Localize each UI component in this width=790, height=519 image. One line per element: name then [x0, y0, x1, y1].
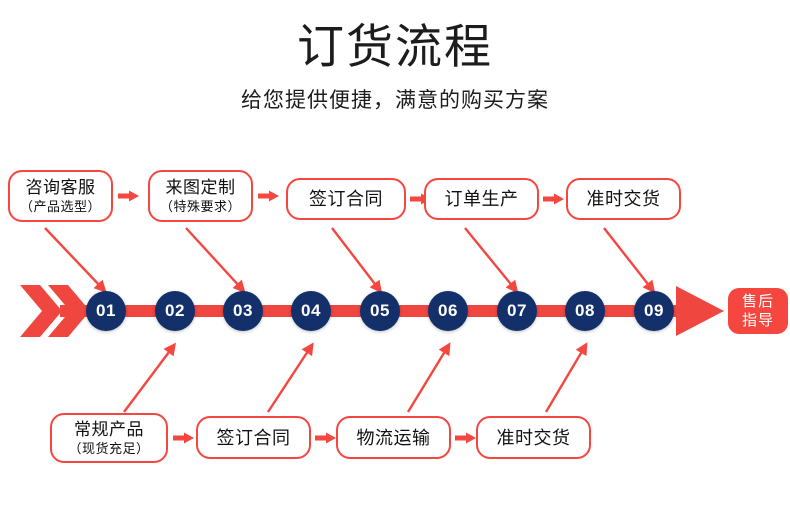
timeline-step-09[interactable]: 09: [634, 291, 674, 331]
bottom-step-box-3[interactable]: 物流运输: [336, 416, 451, 459]
top-step-box-2-title: 来图定制: [165, 178, 236, 197]
arrow-top-2-to-step-03: [185, 227, 246, 293]
timeline-step-08[interactable]: 08: [565, 291, 605, 331]
bottom-step-box-3-title: 物流运输: [356, 427, 431, 448]
top-step-box-1[interactable]: 咨询客服 （产品选型）: [8, 170, 113, 222]
bottom-step-box-1-subtitle: （现货充足）: [68, 441, 150, 456]
bottom-step-box-2-title: 签订合同: [216, 427, 291, 448]
timeline-step-05[interactable]: 05: [360, 291, 400, 331]
bottom-step-box-2[interactable]: 签订合同: [196, 416, 311, 459]
after-sales-badge-line2: 指导: [741, 312, 774, 329]
after-sales-badge-line1: 售后: [741, 293, 774, 310]
timeline-step-02[interactable]: 02: [155, 291, 195, 331]
top-connector-arrow-1: [118, 190, 139, 202]
bottom-step-box-4-title: 准时交货: [496, 427, 571, 448]
top-step-box-5-title: 准时交货: [586, 189, 661, 209]
timeline-step-04-label: 04: [301, 301, 321, 320]
arrow-top-1-to-step-01: [44, 227, 107, 293]
page-title: 订货流程: [297, 20, 493, 73]
bottom-step-box-4[interactable]: 准时交货: [476, 416, 591, 459]
after-sales-badge[interactable]: 售后 指导: [728, 288, 788, 334]
top-step-box-3[interactable]: 签订合同: [286, 178, 406, 220]
arrow-bottom-3-to-step-06: [406, 342, 451, 413]
arrow-top-3-to-step-05: [331, 227, 383, 294]
top-connector-arrow-2: [258, 190, 279, 202]
timeline-step-01-label: 01: [96, 301, 116, 320]
top-step-box-2[interactable]: 来图定制 （特殊要求）: [148, 170, 253, 222]
big-arrow-right-icon: [676, 286, 724, 336]
top-step-box-3-title: 签订合同: [309, 189, 383, 209]
top-step-box-4[interactable]: 订单生产: [424, 178, 539, 220]
timeline-step-02-label: 02: [165, 301, 185, 320]
bottom-connector-arrow-1: [173, 432, 194, 444]
timeline-step-03-label: 03: [233, 301, 253, 320]
timeline-step-09-label: 09: [644, 301, 664, 320]
bottom-connector-arrow-3: [455, 432, 476, 444]
arrow-bottom-1-to-step-02: [123, 342, 177, 413]
bottom-connector-arrow-2: [315, 432, 336, 444]
timeline-step-07[interactable]: 07: [497, 291, 537, 331]
arrow-top-5-to-step-09: [603, 227, 656, 294]
header: 订货流程 给您提供便捷，满意的购买方案: [0, 0, 790, 116]
top-step-box-2-subtitle: （特殊要求）: [159, 199, 241, 214]
top-step-box-1-subtitle: （产品选型）: [19, 199, 101, 214]
timeline-step-01[interactable]: 01: [86, 291, 126, 331]
timeline-step-04[interactable]: 04: [291, 291, 331, 331]
top-connector-arrow-4: [543, 193, 564, 205]
timeline-step-06-label: 06: [438, 301, 458, 320]
top-step-box-4-title: 订单生产: [444, 189, 519, 209]
timeline-step-08-label: 08: [575, 301, 595, 320]
timeline-step-07-label: 07: [507, 301, 527, 320]
timeline-step-03[interactable]: 03: [223, 291, 263, 331]
timeline-step-06[interactable]: 06: [428, 291, 468, 331]
bottom-step-box-1-title: 常规产品: [74, 420, 144, 439]
top-step-box-1-title: 咨询客服: [25, 178, 96, 197]
page-subtitle: 给您提供便捷，满意的购买方案: [241, 89, 549, 112]
arrow-top-4-to-step-07: [464, 227, 519, 294]
arrow-bottom-2-to-step-04: [266, 342, 314, 413]
double-chevron-right-icon: [20, 285, 90, 337]
timeline-step-05-label: 05: [370, 301, 390, 320]
top-step-box-5[interactable]: 准时交货: [566, 178, 681, 220]
bottom-step-box-1[interactable]: 常规产品 （现货充足）: [50, 413, 168, 463]
arrow-bottom-4-to-step-08: [544, 342, 588, 413]
